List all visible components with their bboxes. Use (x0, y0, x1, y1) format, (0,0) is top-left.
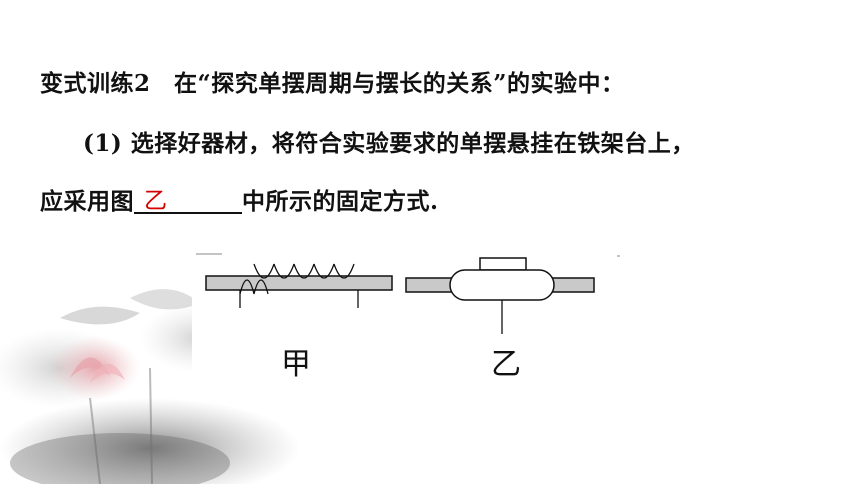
label-jia: 甲 (281, 347, 311, 382)
question-text: (1) 选择好器材，将符合实验要求的单摆悬挂在铁架台上， (83, 130, 695, 157)
answer-text: 乙 (144, 188, 168, 214)
pendulum-mount-figure: 甲 乙 (192, 246, 622, 391)
answer-blank: 乙 (134, 190, 242, 214)
question-text-continued: 应采用图乙中所示的固定方式. (40, 188, 439, 215)
mount-jia-diagram (205, 263, 393, 308)
label-yi: 乙 (491, 347, 521, 382)
lotus-ink-decoration (0, 289, 300, 484)
problem-heading: 变式训练2 在“探究单摆周期与摆长的关系”的实验中： (40, 70, 625, 97)
mount-yi-diagram (405, 257, 595, 334)
